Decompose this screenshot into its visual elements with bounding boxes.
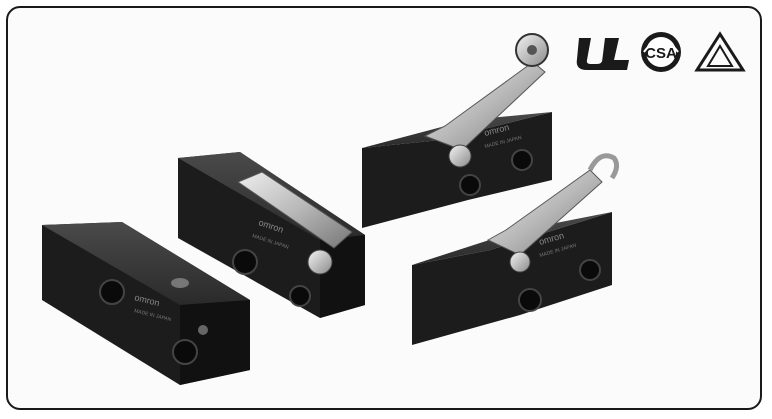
switch-hinge-roller-lever: omron MADE IN JAPAN	[178, 152, 365, 318]
switch-simulated-roller-lever: omron MADE IN JAPAN	[412, 153, 620, 345]
switch-roller-lever: omron MADE IN JAPAN	[362, 33, 552, 228]
csa-icon: CSA	[641, 32, 681, 72]
triangle-cert-icon	[694, 31, 746, 72]
ul-recognized-icon	[576, 38, 629, 70]
csa-label: CSA	[645, 45, 677, 62]
switch-pin-plunger: omron MADE IN JAPAN	[42, 222, 250, 385]
